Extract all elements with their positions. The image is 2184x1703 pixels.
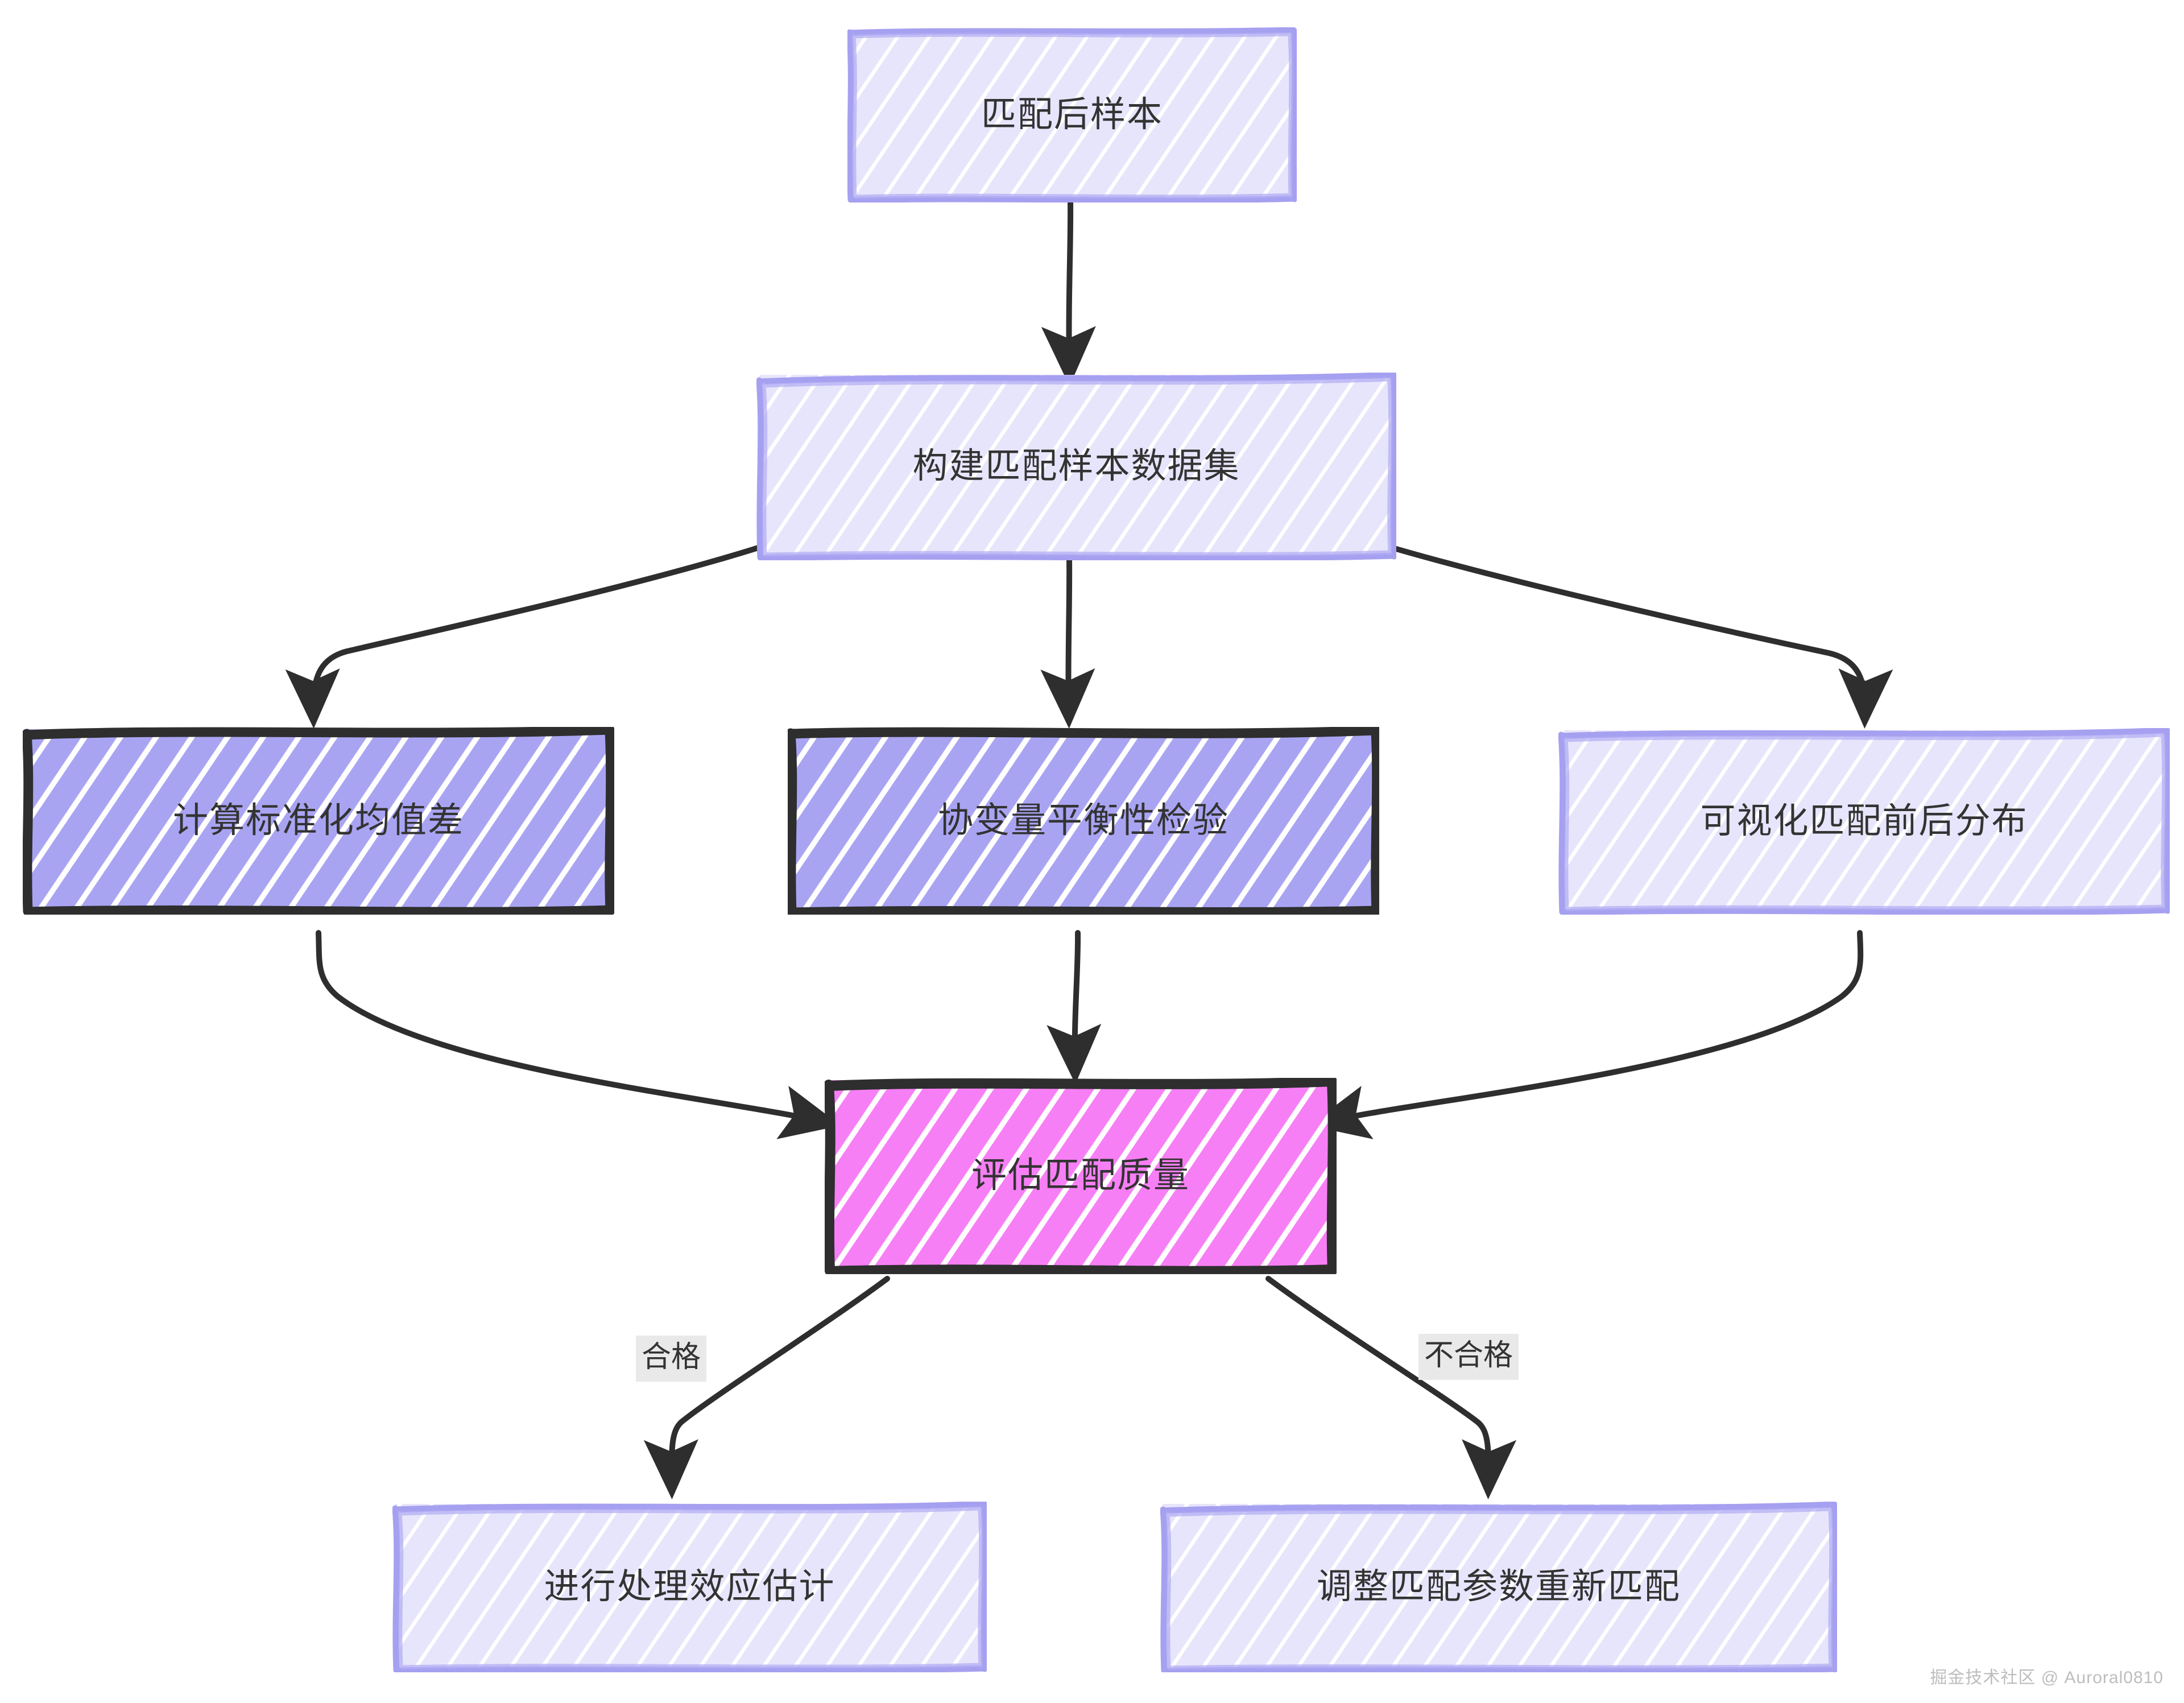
edge-n5-n6 xyxy=(1309,930,1864,1139)
node-visualize-distribution[interactable]: 可视化匹配前后分布 xyxy=(1558,728,2170,915)
node-label: 匹配后样本 xyxy=(981,94,1163,134)
node-label: 调整匹配参数重新匹配 xyxy=(1316,1566,1681,1606)
edge-label-fail: 不合格 xyxy=(1418,1334,1519,1380)
node-fill xyxy=(790,729,1377,912)
node-fill xyxy=(850,30,1294,200)
edge-n2-n4 xyxy=(1040,556,1095,729)
node-label: 可视化匹配前后分布 xyxy=(1700,801,2028,841)
node-fill xyxy=(1561,730,2168,912)
node-fill xyxy=(395,1504,985,1670)
node-adjust-and-rematch[interactable]: 调整匹配参数重新匹配 xyxy=(1160,1502,1837,1672)
node-label: 评估匹配质量 xyxy=(971,1156,1190,1196)
node-label: 进行处理效应估计 xyxy=(544,1566,835,1606)
edge-n2-n5 xyxy=(1393,546,1893,729)
node-label: 协变量平衡性检验 xyxy=(937,800,1229,840)
edge-n6-n7 xyxy=(643,1276,890,1499)
edge-n1-n2 xyxy=(1041,197,1096,386)
edge-label-pass: 合格 xyxy=(636,1336,707,1382)
node-fill xyxy=(827,1080,1334,1272)
edge-n3-n6 xyxy=(316,930,841,1139)
node-build-matched-dataset[interactable]: 构建匹配样本数据集 xyxy=(756,373,1396,560)
node-label: 构建匹配样本数据集 xyxy=(912,446,1240,486)
node-covariate-balance-test[interactable]: 协变量平衡性检验 xyxy=(788,727,1379,915)
node-fill xyxy=(759,375,1394,558)
node-matched-sample[interactable]: 匹配后样本 xyxy=(847,27,1297,202)
node-fill xyxy=(1163,1504,1835,1670)
watermark: 掘金技术社区 @ Auroral0810 xyxy=(1930,1668,2164,1687)
node-label: 计算标准化均值差 xyxy=(172,800,464,840)
node-fill xyxy=(25,729,612,912)
node-treatment-effect-estimation[interactable]: 进行处理效应估计 xyxy=(392,1502,987,1672)
edge-n4-n6 xyxy=(1046,930,1102,1084)
node-standardized-mean-difference[interactable]: 计算标准化均值差 xyxy=(23,727,614,915)
node-evaluate-match-quality[interactable]: 评估匹配质量 xyxy=(825,1078,1337,1274)
edge-n2-n3 xyxy=(285,545,761,729)
edge-n6-n8 xyxy=(1265,1276,1517,1499)
